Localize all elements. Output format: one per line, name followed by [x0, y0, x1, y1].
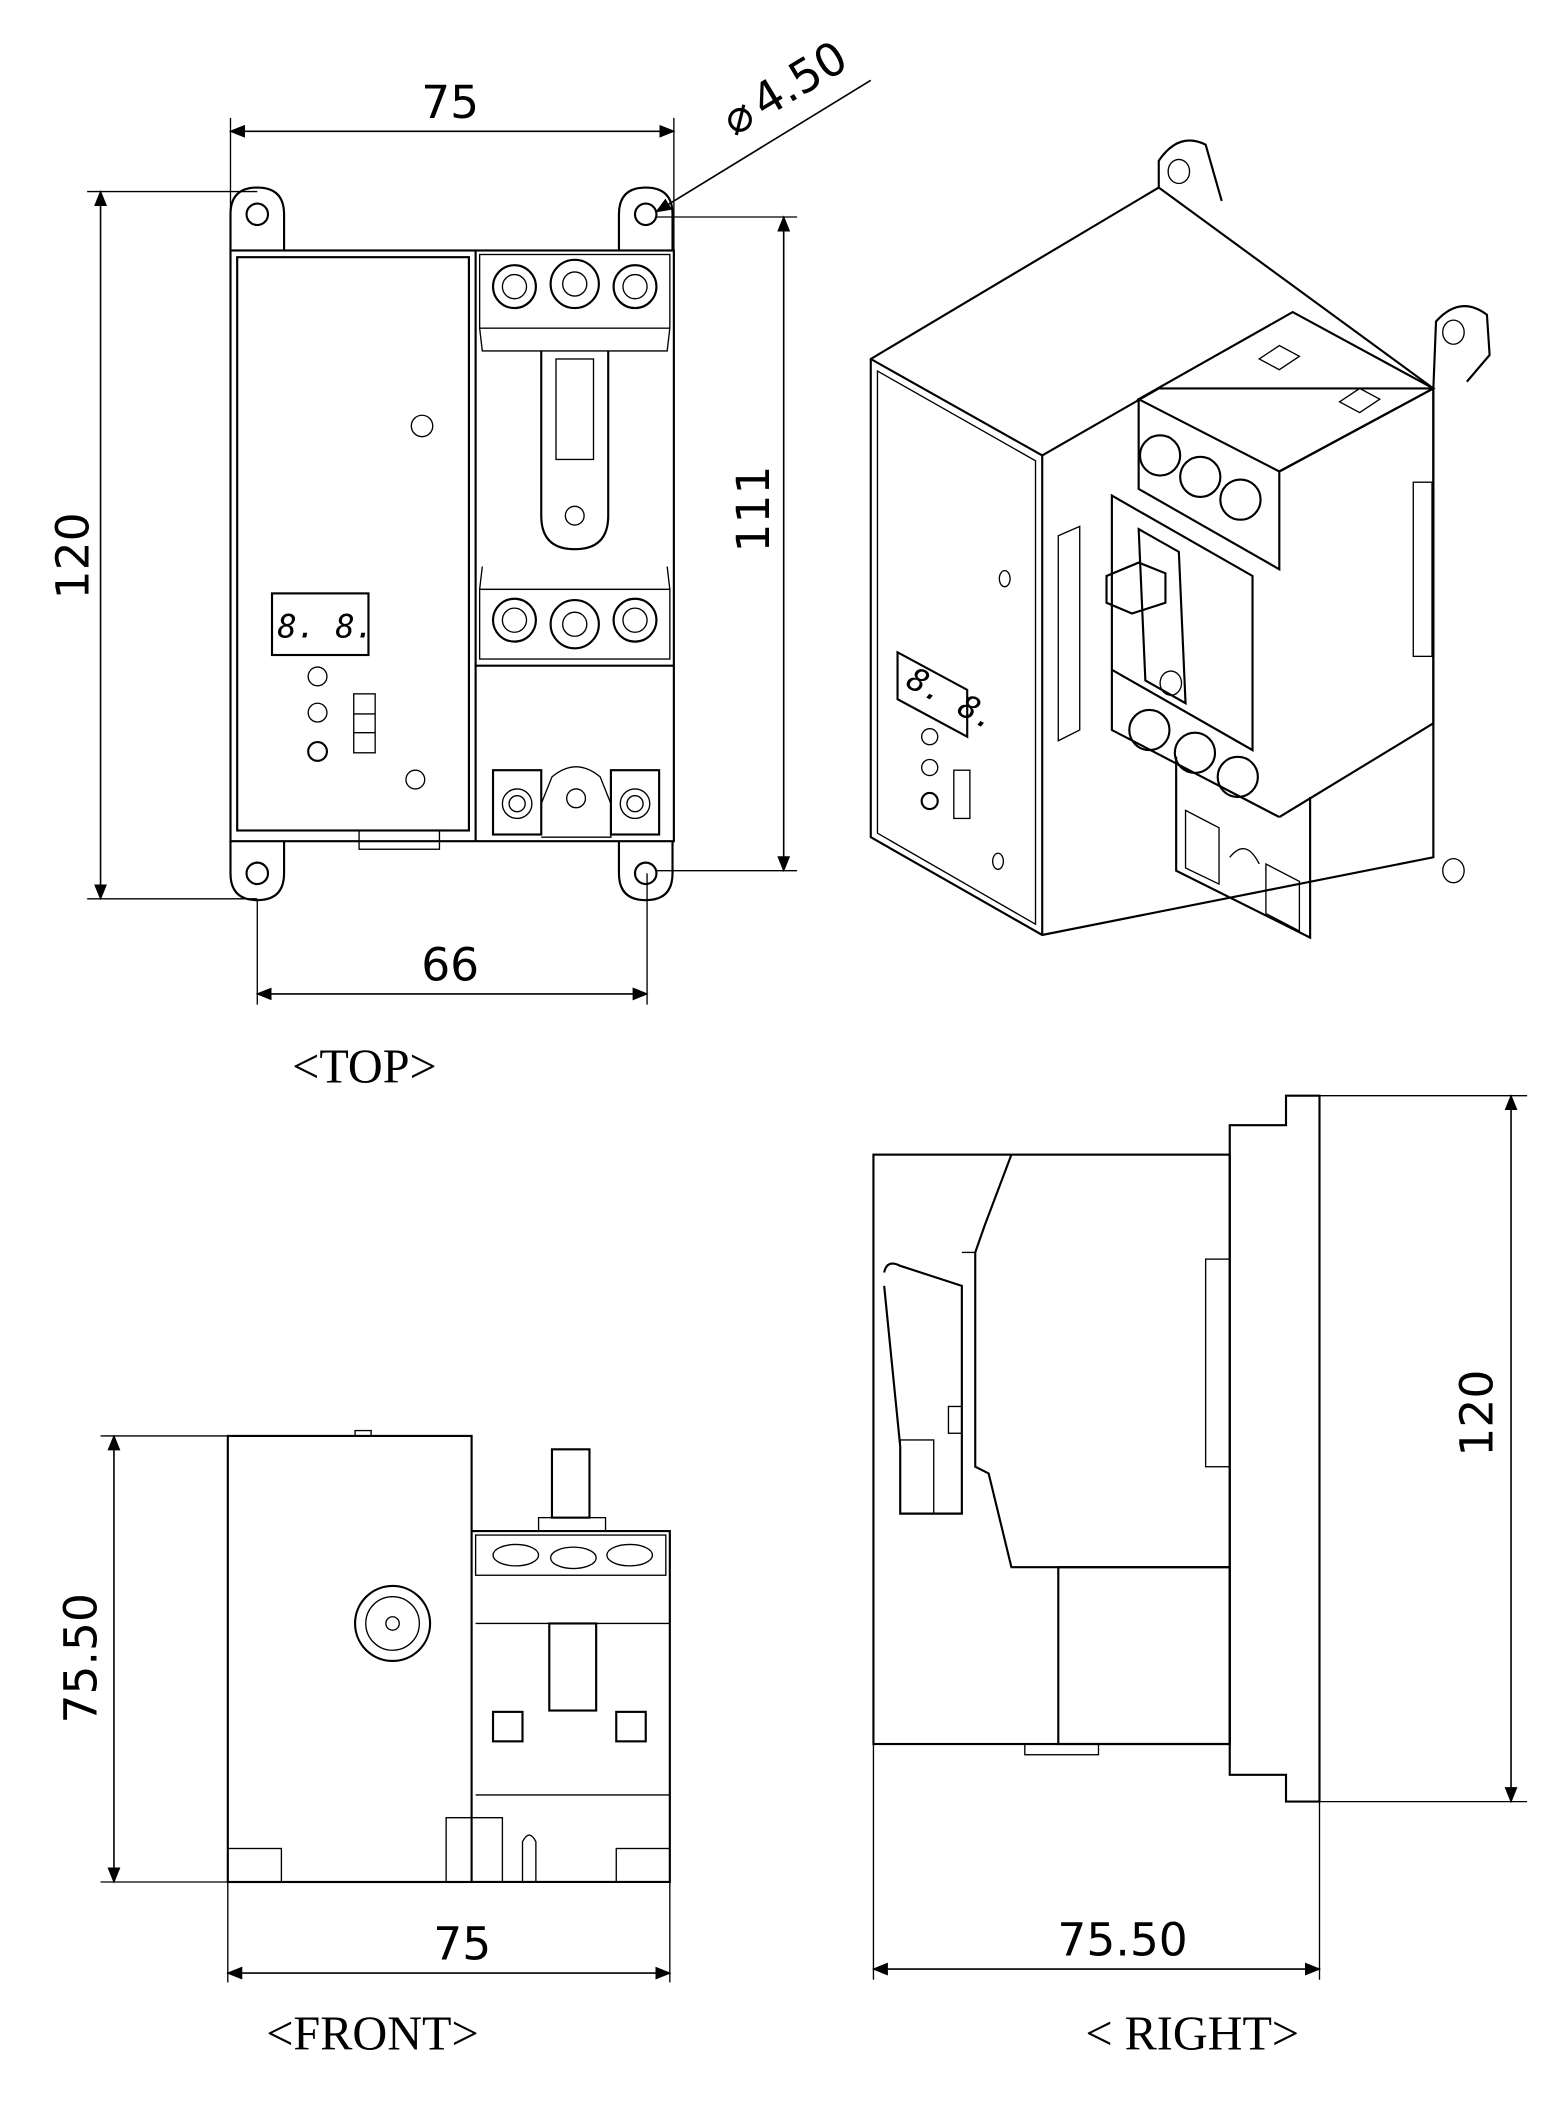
led-indicator — [307, 702, 328, 723]
dim-right-depth: 75.50 — [1057, 1914, 1187, 1967]
top-view: 8. 8. 75 120 111 66 ⌀ 4.50 <TOP> — [47, 30, 872, 1093]
led-indicator — [307, 666, 328, 687]
dim-top-height: 120 — [47, 512, 100, 599]
segment-display — [270, 592, 370, 657]
iso-segment-display — [896, 650, 969, 739]
dim-front-width: 75 — [433, 1918, 491, 1971]
front-view-label: <FRONT> — [266, 2007, 478, 2060]
dim-mount-width: 66 — [421, 939, 479, 992]
display-text: 8. 8. — [277, 608, 374, 646]
dim-mount-height: 111 — [727, 466, 780, 553]
iso-display-text: 8. 8. — [900, 659, 1003, 738]
dim-front-height: 75.50 — [55, 1593, 108, 1723]
right-view: 120 75.50 < RIGHT> — [871, 1094, 1528, 2060]
isometric-view: 8. 8. — [869, 139, 1491, 940]
dim-hole-diameter: 4.50 — [742, 30, 856, 128]
top-view-label: <TOP> — [292, 1040, 437, 1093]
dim-right-height: 120 — [1450, 1370, 1503, 1457]
right-view-label: < RIGHT> — [1085, 2007, 1299, 2060]
led-indicator — [307, 741, 329, 762]
front-view: 75.50 75 <FRONT> — [55, 1429, 672, 2060]
dim-top-width: 75 — [421, 76, 479, 129]
dip-switch — [353, 693, 376, 754]
